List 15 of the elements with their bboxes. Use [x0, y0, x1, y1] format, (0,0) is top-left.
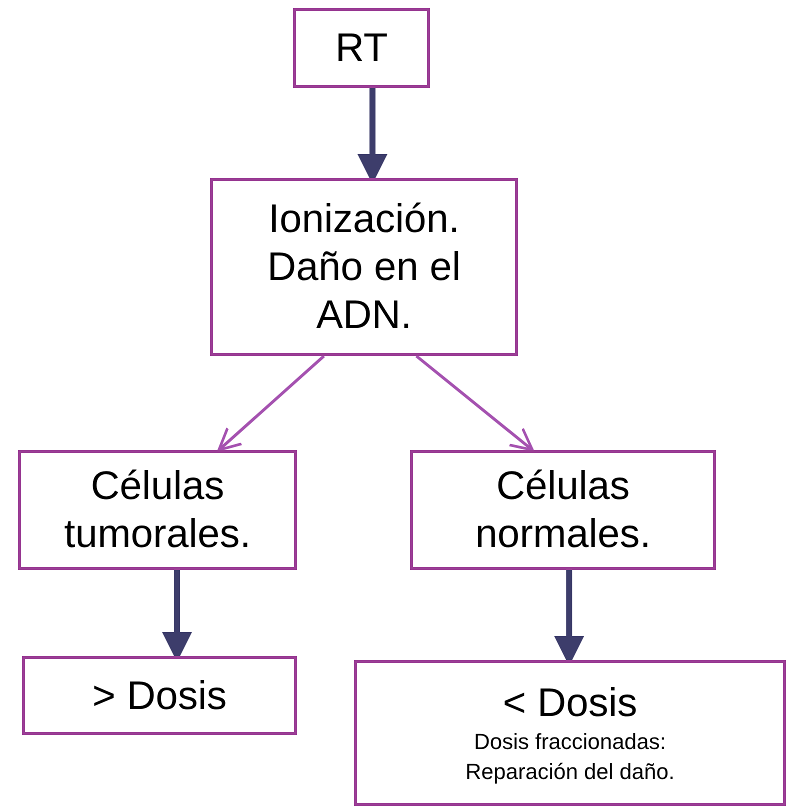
arrow — [415, 354, 534, 452]
process-box — [210, 178, 518, 356]
process-box — [22, 656, 297, 735]
box-note: Dosis fraccionadas: Reparación del daño. — [464, 728, 676, 786]
process-box — [293, 8, 430, 88]
box-title: RT — [335, 25, 388, 72]
process-box — [410, 450, 716, 570]
box-title: > Dosis — [92, 672, 227, 720]
box-title: Células tumorales. — [63, 463, 252, 558]
process-box — [354, 660, 786, 806]
box-title: < Dosis — [502, 680, 638, 727]
box-title: Ionización. Daño en el ADN. — [266, 196, 462, 339]
arrow — [218, 354, 325, 452]
process-box — [18, 450, 297, 570]
box-title: Células normales. — [474, 463, 652, 558]
